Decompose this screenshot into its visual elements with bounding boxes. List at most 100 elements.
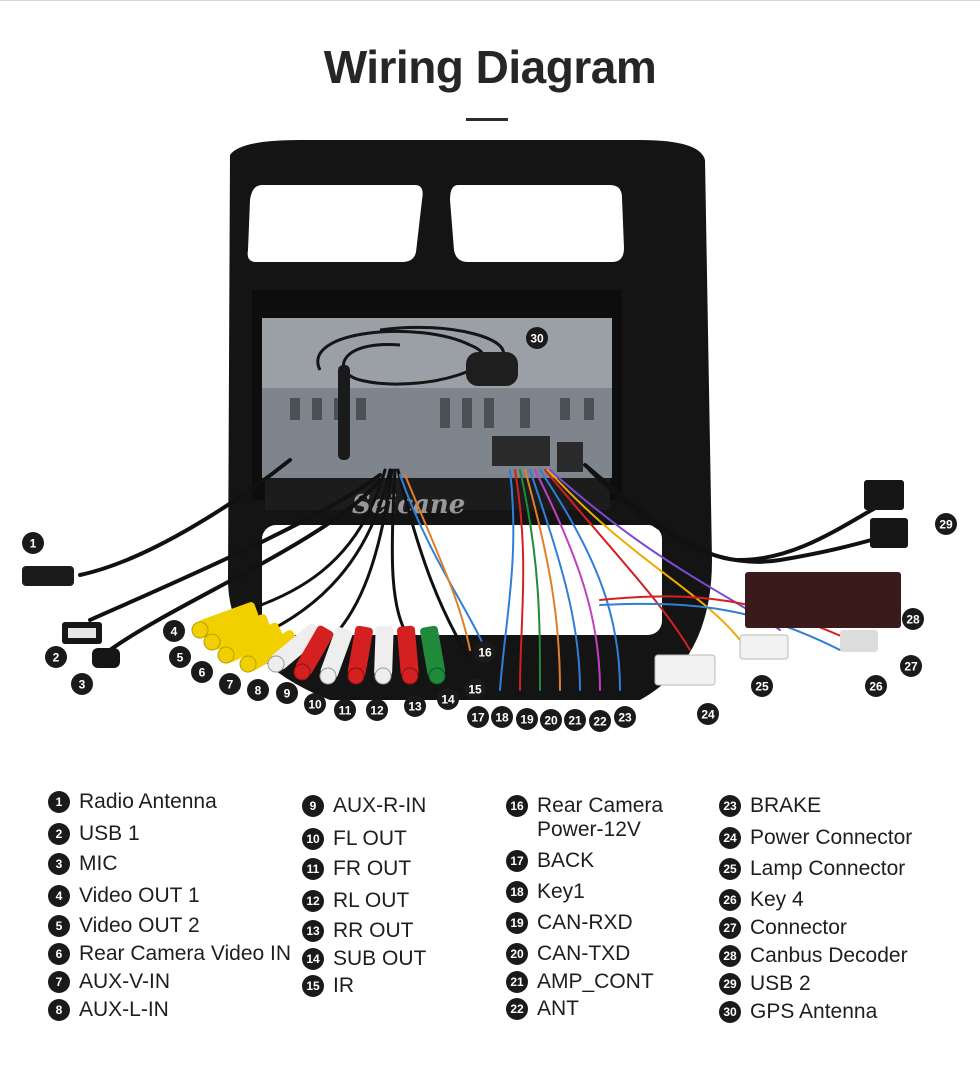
callout-13: 13 bbox=[404, 695, 426, 717]
svg-text:7: 7 bbox=[227, 678, 234, 692]
svg-text:24: 24 bbox=[701, 708, 715, 722]
gps-antenna bbox=[316, 325, 518, 460]
legend-label: SUB OUT bbox=[333, 947, 427, 970]
usb2-plug-b bbox=[870, 518, 908, 548]
legend-badge: 1 bbox=[48, 791, 70, 813]
legend-badge: 20 bbox=[506, 943, 528, 965]
usb2-plug-a bbox=[864, 480, 904, 510]
svg-text:8: 8 bbox=[255, 684, 262, 698]
svg-text:17: 17 bbox=[471, 711, 485, 725]
callout-10: 10 bbox=[304, 693, 326, 715]
legend-label: Lamp Connector bbox=[750, 857, 906, 880]
svg-text:12: 12 bbox=[370, 704, 384, 718]
legend-badge: 8 bbox=[48, 999, 70, 1021]
legend-badge: 11 bbox=[302, 858, 324, 880]
svg-text:21: 21 bbox=[568, 714, 582, 728]
svg-text:22: 22 bbox=[593, 715, 607, 729]
callout-30: 30 bbox=[526, 327, 548, 349]
callout-6: 6 bbox=[191, 661, 213, 683]
legend-badge: 30 bbox=[719, 1001, 741, 1023]
svg-text:9: 9 bbox=[284, 687, 291, 701]
svg-text:18: 18 bbox=[495, 711, 509, 725]
connector-27 bbox=[840, 630, 878, 652]
callout-23: 23 bbox=[614, 706, 636, 728]
callout-11: 11 bbox=[334, 699, 356, 721]
callout-21: 21 bbox=[564, 709, 586, 731]
top-divider bbox=[0, 0, 980, 1]
legend-item-9: 9 AUX-R-IN bbox=[302, 794, 426, 818]
legend-label: USB 1 bbox=[79, 822, 140, 845]
svg-text:29: 29 bbox=[939, 518, 953, 532]
callout-8: 8 bbox=[247, 679, 269, 701]
legend-label: ANT bbox=[537, 997, 579, 1020]
legend-label: Canbus Decoder bbox=[750, 944, 908, 967]
callout-19: 19 bbox=[516, 708, 538, 730]
legend-label: USB 2 bbox=[750, 972, 811, 995]
legend-label: AMP_CONT bbox=[537, 970, 654, 993]
svg-text:2: 2 bbox=[53, 651, 60, 665]
legend-badge: 15 bbox=[302, 975, 324, 997]
callout-1: 1 bbox=[22, 532, 44, 554]
legend-badge: 29 bbox=[719, 973, 741, 995]
legend-label: AUX-V-IN bbox=[79, 970, 171, 993]
svg-text:20: 20 bbox=[544, 714, 558, 728]
legend-badge: 3 bbox=[48, 853, 70, 875]
legend-badge: 19 bbox=[506, 912, 528, 934]
legend-badge: 2 bbox=[48, 823, 70, 845]
svg-text:27: 27 bbox=[904, 660, 918, 674]
svg-text:15: 15 bbox=[468, 683, 482, 697]
callout-16: 16 bbox=[474, 641, 496, 663]
power-connector bbox=[654, 654, 716, 686]
legend-label: IR bbox=[333, 974, 354, 997]
callout-25: 25 bbox=[751, 675, 773, 697]
callout-28: 28 bbox=[902, 608, 924, 630]
legend-item-13: 13 RR OUT bbox=[302, 919, 414, 943]
svg-text:4: 4 bbox=[171, 625, 178, 639]
legend-label: RL OUT bbox=[333, 889, 410, 912]
legend-badge: 13 bbox=[302, 920, 324, 942]
legend-label: RR OUT bbox=[333, 919, 414, 942]
head-unit-chassis: Seicane bbox=[252, 290, 622, 520]
callout-26: 26 bbox=[865, 675, 887, 697]
title-underline bbox=[466, 118, 508, 121]
svg-text:13: 13 bbox=[408, 700, 422, 714]
svg-text:11: 11 bbox=[339, 704, 352, 718]
legend-label: FR OUT bbox=[333, 857, 412, 880]
legend-label: GPS Antenna bbox=[750, 1000, 878, 1023]
legend-badge: 24 bbox=[719, 827, 741, 849]
legend-badge: 6 bbox=[48, 943, 70, 965]
legend-badge: 23 bbox=[719, 795, 741, 817]
legend-label: Key 4 bbox=[750, 888, 804, 911]
svg-text:19: 19 bbox=[520, 713, 534, 727]
legend-badge: 9 bbox=[302, 795, 324, 817]
legend-badge: 18 bbox=[506, 881, 528, 903]
callout-2: 2 bbox=[45, 646, 67, 668]
callout-3: 3 bbox=[71, 673, 93, 695]
callout-12: 12 bbox=[366, 699, 388, 721]
legend-label: BACK bbox=[537, 849, 595, 872]
svg-text:26: 26 bbox=[869, 680, 883, 694]
callout-18: 18 bbox=[491, 706, 513, 728]
canbus-decoder-box bbox=[745, 572, 901, 628]
legend-label: CAN-RXD bbox=[537, 911, 633, 934]
legend-label: AUX-R-IN bbox=[333, 794, 427, 817]
legend-badge: 10 bbox=[302, 828, 324, 850]
rca-plugs bbox=[191, 602, 446, 685]
lamp-connector bbox=[739, 634, 789, 660]
legend-badge: 27 bbox=[719, 917, 741, 939]
